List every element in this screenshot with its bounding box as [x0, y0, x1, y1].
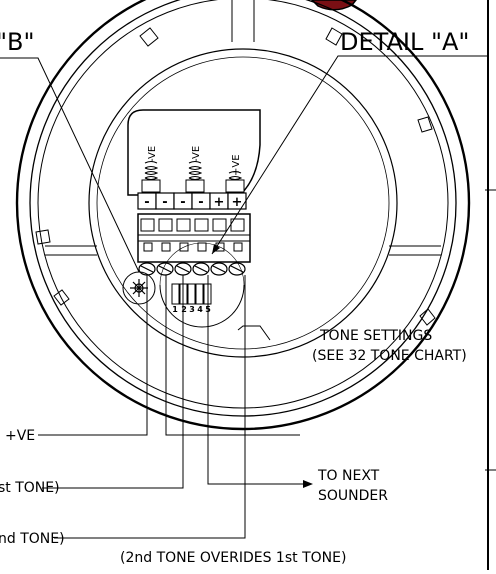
override-note: (2nd TONE OVERIDES 1st TONE)	[120, 550, 346, 566]
upper-terminal-label-1: -VE	[147, 146, 158, 162]
detail-b-circle	[122, 271, 156, 305]
wire-second-tone	[54, 275, 246, 539]
dip-number-3: 3	[189, 305, 195, 314]
dip-number-1: 1	[172, 305, 178, 314]
pin-mark-6: +	[232, 195, 243, 210]
tone-settings-subtitle: (SEE 32 TONE CHART)	[312, 348, 467, 364]
wire-to-right	[165, 275, 300, 436]
arrow-to-next	[303, 480, 313, 488]
detail-a-circle	[159, 242, 245, 328]
pin-mark-2: -	[162, 195, 167, 210]
tone-settings-leader	[237, 325, 271, 341]
upper-terminals	[141, 161, 245, 193]
pin-mark-4: -	[198, 195, 203, 210]
upper-terminal-2	[185, 161, 205, 193]
sounder-label: SOUNDER	[318, 488, 388, 504]
upper-terminal-label-3: +VE	[231, 154, 242, 176]
detail-a-arrowhead	[212, 244, 220, 254]
pin-mark-5: +	[214, 195, 225, 210]
dip-number-4: 4	[197, 305, 203, 314]
wire-first-tone	[42, 275, 184, 489]
pin-mark-3: -	[180, 195, 185, 210]
gear-icon	[130, 279, 148, 297]
pin-mark-1: -	[144, 195, 149, 210]
wire-next-sounder	[207, 275, 303, 485]
upper-terminal-3	[225, 171, 245, 193]
to-next-label: TO NEXT	[317, 468, 380, 484]
terminal-screws	[138, 262, 246, 276]
detail-b-label: "B"	[0, 28, 35, 56]
dip-number-2: 2	[181, 305, 187, 314]
pin-marking-row	[137, 192, 247, 210]
detail-leaders	[0, 55, 488, 273]
detail-a-label: DETAIL "A"	[340, 28, 469, 56]
plus-ve-label: +VE	[5, 428, 35, 444]
wiring	[38, 275, 303, 539]
tone-settings-title: TONE SETTINGS	[319, 328, 432, 344]
upper-terminal-label-2: -VE	[191, 146, 202, 162]
second-tone-label: nd TONE)	[0, 531, 65, 547]
upper-terminal-1	[141, 161, 161, 193]
terminal-block	[137, 213, 251, 263]
housing	[15, 0, 471, 431]
first-tone-label: st TONE)	[0, 480, 60, 496]
wire-plus-ve	[38, 275, 148, 436]
dip-switch	[171, 283, 212, 305]
drawing-frame	[485, 0, 496, 570]
